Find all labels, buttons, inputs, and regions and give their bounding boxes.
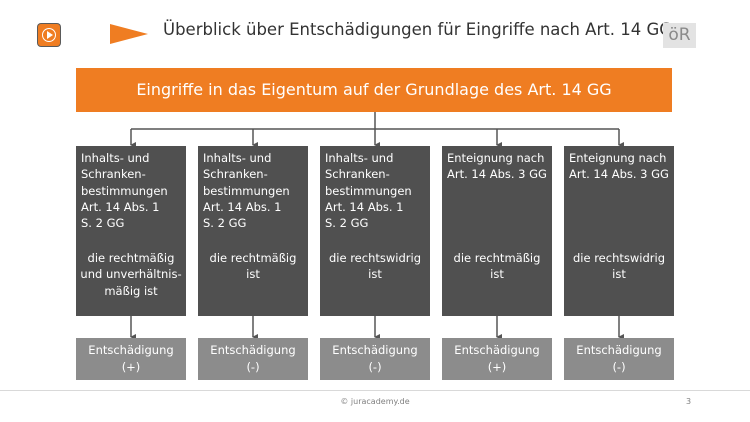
card-enteignung-1: Enteignung nach Art. 14 Abs. 3 GG die re…	[442, 146, 552, 316]
root-node: Eingriffe in das Eigentum auf der Grundl…	[76, 68, 672, 112]
result-box-1: Entschädigung (+)	[76, 338, 186, 380]
result-box-2: Entschädigung (-)	[198, 338, 308, 380]
subject-badge: öR	[663, 23, 696, 48]
card-basis: Enteignung nach Art. 14 Abs. 3 GG	[569, 151, 669, 182]
card-inhalts-schranken-1: Inhalts- und Schranken- bestimmungen Art…	[76, 146, 186, 316]
card-basis: Enteignung nach Art. 14 Abs. 3 GG	[447, 151, 547, 182]
card-basis: Inhalts- und Schranken- bestimmungen Art…	[81, 151, 168, 231]
card-inhalts-schranken-3: Inhalts- und Schranken- bestimmungen Art…	[320, 146, 430, 316]
card-inhalts-schranken-2: Inhalts- und Schranken- bestimmungen Art…	[198, 146, 308, 316]
page-number: 3	[686, 397, 692, 406]
footer-divider	[0, 390, 750, 391]
card-condition: die rechtmäßig ist	[209, 251, 297, 282]
play-logo-icon	[38, 24, 60, 46]
result-box-5: Entschädigung (-)	[564, 338, 674, 380]
card-basis: Inhalts- und Schranken- bestimmungen Art…	[203, 151, 290, 231]
card-basis: Inhalts- und Schranken- bestimmungen Art…	[325, 151, 412, 231]
card-condition: die rechtmäßig und unverhältnis- mäßig i…	[80, 251, 182, 298]
result-box-3: Entschädigung (-)	[320, 338, 430, 380]
footer-copyright: © juracademy.de	[340, 397, 410, 406]
card-enteignung-2: Enteignung nach Art. 14 Abs. 3 GG die re…	[564, 146, 674, 316]
card-condition: die rechtswidrig ist	[572, 251, 665, 282]
result-box-4: Entschädigung (+)	[442, 338, 552, 380]
arrow-flag-icon	[110, 24, 148, 44]
card-condition: die rechtmäßig ist	[453, 251, 541, 282]
page-title: Überblick über Entschädigungen für Eingr…	[163, 20, 673, 39]
card-condition: die rechtswidrig ist	[328, 251, 421, 282]
